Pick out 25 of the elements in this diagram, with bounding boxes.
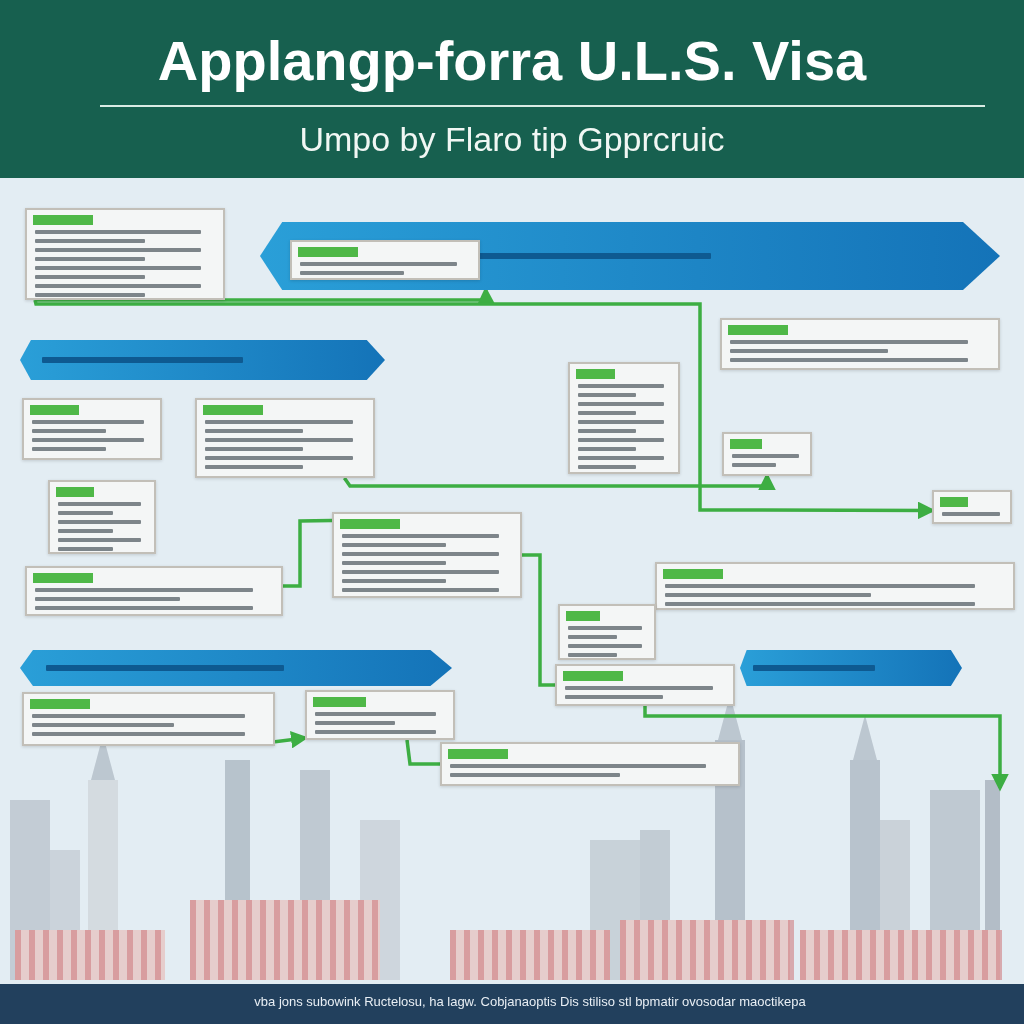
info-card — [25, 208, 225, 300]
info-card — [195, 398, 375, 478]
info-card — [555, 664, 735, 706]
info-card — [568, 362, 680, 474]
connector-line — [405, 739, 440, 766]
info-card — [440, 742, 740, 786]
footer-note: vba jons subowink Ructelosu, ha lagw. Cobjanaoptis Dis stiliso stl bpmatir ovosodar maoctikepa — [253, 994, 807, 1009]
info-card — [25, 566, 283, 616]
info-card — [290, 240, 480, 280]
info-card — [22, 692, 275, 746]
info-card — [22, 398, 162, 460]
info-card — [558, 604, 656, 660]
connector-line — [643, 706, 1009, 792]
info-card — [332, 512, 522, 598]
info-card — [655, 562, 1015, 610]
banner-ribbon — [740, 650, 962, 686]
subtitle: Umpo by Flaro tip Gpprcruic — [298, 120, 726, 159]
title: Applangp-forra U.L.S. Visa — [156, 28, 868, 93]
info-card — [720, 318, 1000, 370]
info-card — [932, 490, 1012, 524]
info-card — [305, 690, 455, 740]
connector-line — [522, 553, 555, 687]
info-card — [722, 432, 812, 476]
info-card — [48, 480, 156, 554]
connector-line — [283, 518, 333, 588]
